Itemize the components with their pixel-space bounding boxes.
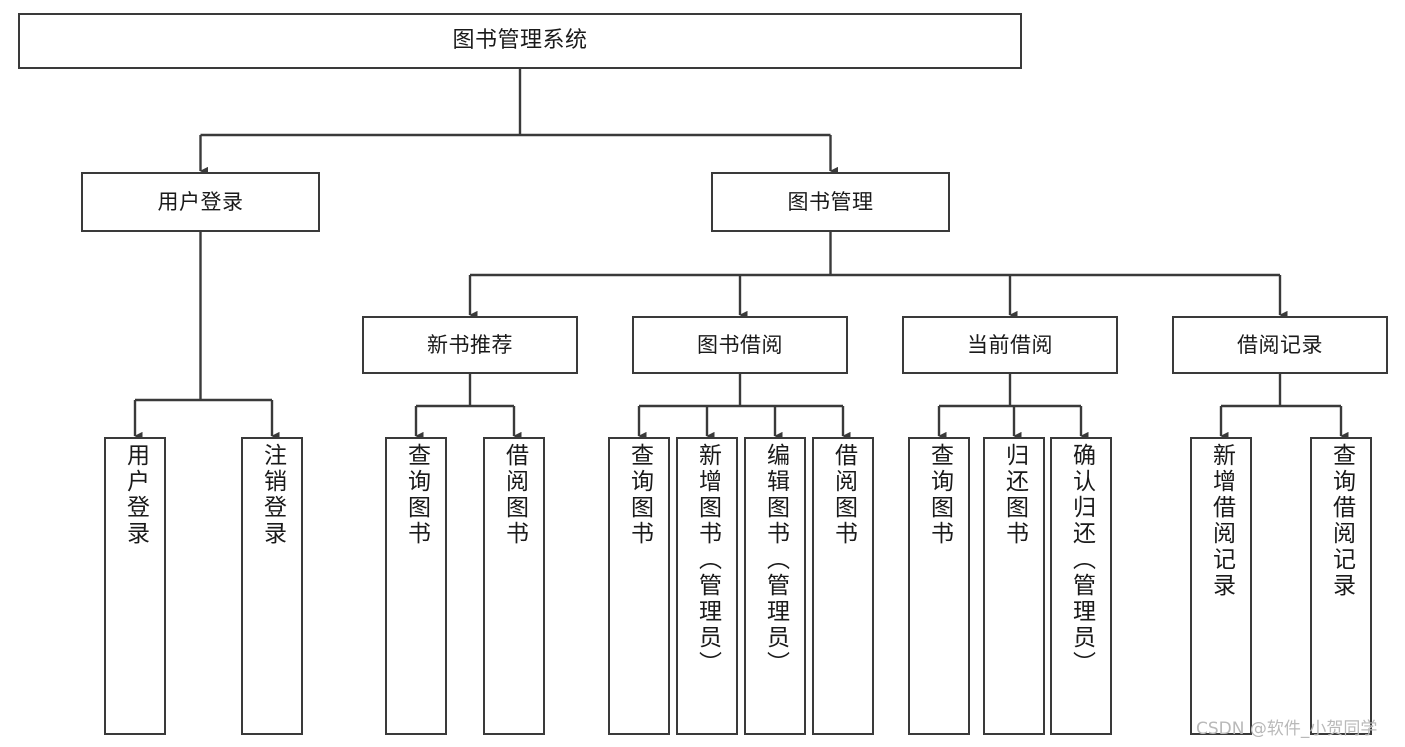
node-book-manage[interactable]: 图书管理: [711, 172, 950, 232]
node-leaf-borrow-add[interactable]: 新增图书（管理员）: [676, 437, 738, 735]
node-label: 查询图书: [626, 443, 653, 547]
node-root[interactable]: 图书管理系统: [18, 13, 1022, 69]
node-leaf-borrow-query[interactable]: 查询图书: [608, 437, 670, 735]
node-leaf-current-query[interactable]: 查询图书: [908, 437, 970, 735]
node-borrow-record[interactable]: 借阅记录: [1172, 316, 1388, 374]
node-leaf-current-return[interactable]: 归还图书: [983, 437, 1045, 735]
node-current-borrow[interactable]: 当前借阅: [902, 316, 1118, 374]
node-label: 当前借阅: [967, 332, 1053, 357]
node-label: 用户登录: [157, 189, 244, 214]
node-label: 确认归还（管理员）: [1068, 443, 1095, 677]
node-leaf-borrow-edit[interactable]: 编辑图书（管理员）: [744, 437, 806, 735]
node-new-book-recommend[interactable]: 新书推荐: [362, 316, 578, 374]
node-leaf-borrow-do[interactable]: 借阅图书: [812, 437, 874, 735]
connector-group: [133, 69, 1349, 441]
node-leaf-record-query[interactable]: 查询借阅记录: [1310, 437, 1372, 735]
node-label: 图书管理: [787, 189, 874, 214]
node-user-login[interactable]: 用户登录: [81, 172, 320, 232]
node-label: 借阅图书: [830, 443, 857, 547]
node-label: 查询图书: [926, 443, 953, 547]
node-label: 用户登录: [122, 443, 149, 547]
node-label: 查询图书: [403, 443, 430, 547]
node-label: 编辑图书（管理员）: [762, 443, 789, 677]
node-label: 注销登录: [259, 443, 286, 547]
node-leaf-record-add[interactable]: 新增借阅记录: [1190, 437, 1252, 735]
node-label: 借阅图书: [501, 443, 528, 547]
node-leaf-user-logout[interactable]: 注销登录: [241, 437, 303, 735]
node-label: 借阅记录: [1237, 332, 1323, 357]
node-leaf-recommend-borrow[interactable]: 借阅图书: [483, 437, 545, 735]
node-leaf-user-login[interactable]: 用户登录: [104, 437, 166, 735]
node-label: 查询借阅记录: [1328, 443, 1355, 599]
node-label: 图书管理系统: [452, 28, 588, 54]
node-leaf-recommend-query[interactable]: 查询图书: [385, 437, 447, 735]
node-label: 归还图书: [1001, 443, 1028, 547]
node-label: 新书推荐: [427, 332, 513, 357]
node-label: 新增图书（管理员）: [694, 443, 721, 677]
node-leaf-current-confirm[interactable]: 确认归还（管理员）: [1050, 437, 1112, 735]
node-label: 新增借阅记录: [1208, 443, 1235, 599]
node-label: 图书借阅: [697, 332, 783, 357]
node-book-borrow[interactable]: 图书借阅: [632, 316, 848, 374]
watermark-text: CSDN @软件_小贺同学: [1196, 719, 1378, 739]
